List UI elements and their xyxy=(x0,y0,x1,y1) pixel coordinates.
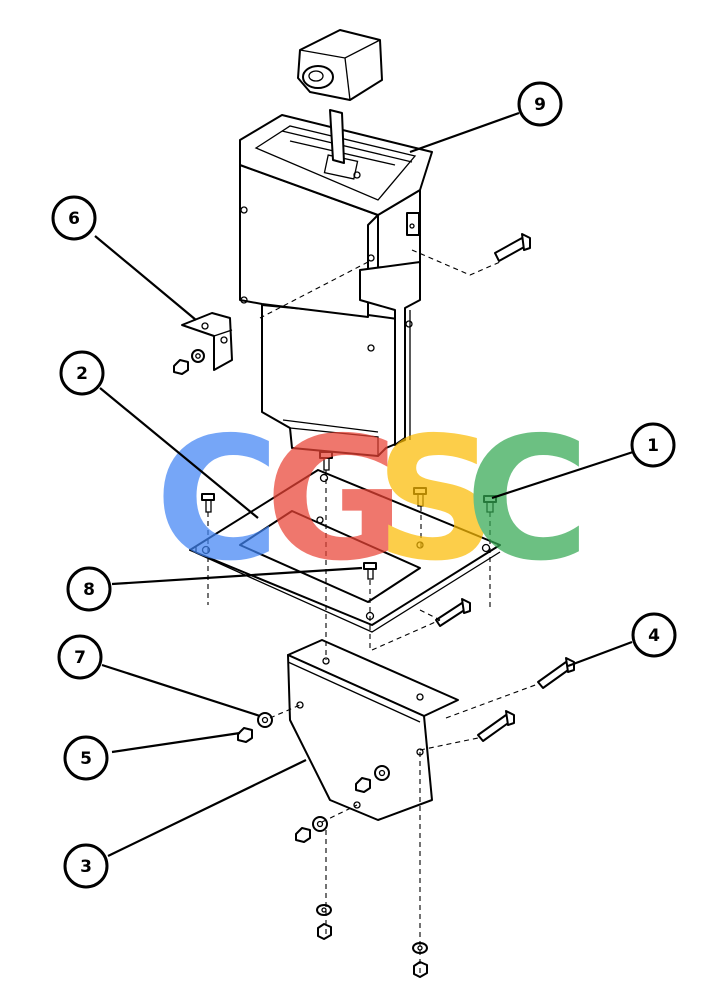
base-bracket xyxy=(287,639,459,821)
callout-7-label: 7 xyxy=(74,648,86,668)
watermark-letter-g: G xyxy=(265,401,405,599)
mounting-screw-upper xyxy=(494,233,531,262)
callout-3: 3 xyxy=(63,843,109,889)
leader-lines xyxy=(94,111,634,857)
callout-4-label: 4 xyxy=(648,626,660,646)
callouts: 9 6 2 1 8 4 7 5 xyxy=(51,81,677,889)
assembly-guide-lines xyxy=(207,470,539,975)
callout-9-label: 9 xyxy=(534,95,546,115)
callout-8: 8 xyxy=(66,566,112,612)
shift-control-unit xyxy=(239,29,501,457)
watermark-letter-s: S xyxy=(375,401,497,599)
callout-8-label: 8 xyxy=(83,580,95,600)
callout-1: 1 xyxy=(630,422,676,468)
callout-5-label: 5 xyxy=(80,749,92,769)
callout-4: 4 xyxy=(631,612,677,658)
mounting-plate xyxy=(189,469,501,633)
callout-2: 2 xyxy=(59,350,105,396)
long-bolts xyxy=(435,598,575,742)
watermark: C G S C xyxy=(155,401,590,599)
callout-6: 6 xyxy=(51,195,97,241)
callout-3-label: 3 xyxy=(80,857,92,877)
watermark-letter-c2: C xyxy=(465,401,590,599)
callout-5: 5 xyxy=(63,735,109,781)
callout-7: 7 xyxy=(57,634,103,680)
watermark-letter-c1: C xyxy=(155,401,280,599)
callout-9: 9 xyxy=(517,81,563,127)
callout-6-label: 6 xyxy=(68,209,80,229)
side-bracket xyxy=(173,312,233,375)
bracket-hardware xyxy=(237,712,428,978)
callout-2-label: 2 xyxy=(76,364,88,384)
callout-1-label: 1 xyxy=(647,436,659,456)
